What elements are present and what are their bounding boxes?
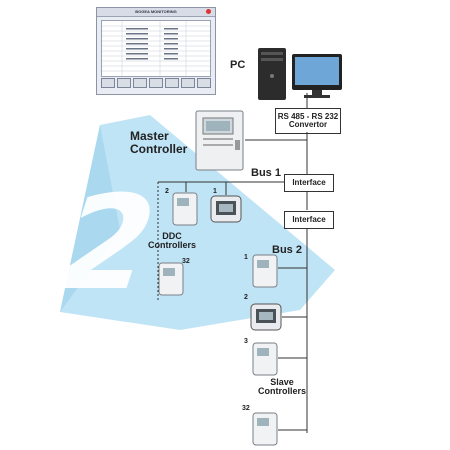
slave-number-2: 2 (244, 294, 248, 301)
ddc-controller-1-icon (210, 195, 242, 223)
slave-label-line2: Controllers (258, 386, 307, 397)
software-button (133, 78, 147, 88)
slave-label-line1: Slave (270, 377, 294, 387)
ddc-label-line1: DDC (162, 231, 182, 241)
software-button (197, 78, 211, 88)
interface-box-1: Interface (284, 174, 334, 192)
slave-controller-1-icon (252, 254, 278, 288)
master-controller-label: Master Controller (130, 130, 187, 155)
close-icon (206, 9, 211, 14)
software-button (101, 78, 115, 88)
pc-tower-icon (258, 48, 286, 100)
ddc-controllers-label: DDC Controllers (148, 231, 197, 251)
slave-controller-3-icon (252, 342, 278, 376)
bus1-label: Bus 1 (251, 167, 281, 179)
bus2-label: Bus 2 (272, 244, 302, 256)
pc-monitor-icon (292, 54, 342, 98)
monitoring-software-screenshot: BOGEA MONITORING (96, 7, 216, 95)
software-title: BOGEA MONITORING (135, 9, 177, 14)
pc-icon (258, 48, 342, 100)
software-button (165, 78, 179, 88)
ddc-number-1: 1 (213, 188, 217, 195)
ddc-label-line2: Controllers (148, 240, 197, 251)
pc-label: PC (230, 59, 246, 71)
slave-controller-32-icon (252, 412, 278, 446)
software-button-row (101, 78, 211, 88)
slave-controllers-label: Slave Controllers (258, 377, 307, 397)
ddc-number-32: 32 (182, 258, 190, 265)
slave-number-32: 32 (242, 405, 250, 412)
slave-controller-2-icon (250, 303, 282, 331)
software-title-bar: BOGEA MONITORING (97, 8, 215, 17)
slave-number-3: 3 (244, 338, 248, 345)
software-button (149, 78, 163, 88)
ddc-number-2: 2 (165, 188, 169, 195)
interface-box-2: Interface (284, 211, 334, 229)
converter-label-line1: RS 485 - RS 232 (277, 111, 339, 121)
rs485-rs232-converter-box: RS 485 - RS 232 Convertor (275, 108, 341, 134)
light-blue-wedge-shade (60, 125, 120, 312)
ddc-controller-32-icon (158, 262, 184, 296)
master-controller-cabinet-icon (195, 110, 244, 171)
slave-number-1: 1 (244, 254, 248, 261)
software-data-table (101, 20, 211, 77)
software-button (181, 78, 195, 88)
ddc-controller-2-icon (172, 192, 198, 226)
converter-label-line2: Convertor (288, 120, 328, 129)
master-controller-label-line2: Controller (130, 141, 188, 156)
master-controller-label-line1: Master (130, 129, 169, 143)
software-button (117, 78, 131, 88)
